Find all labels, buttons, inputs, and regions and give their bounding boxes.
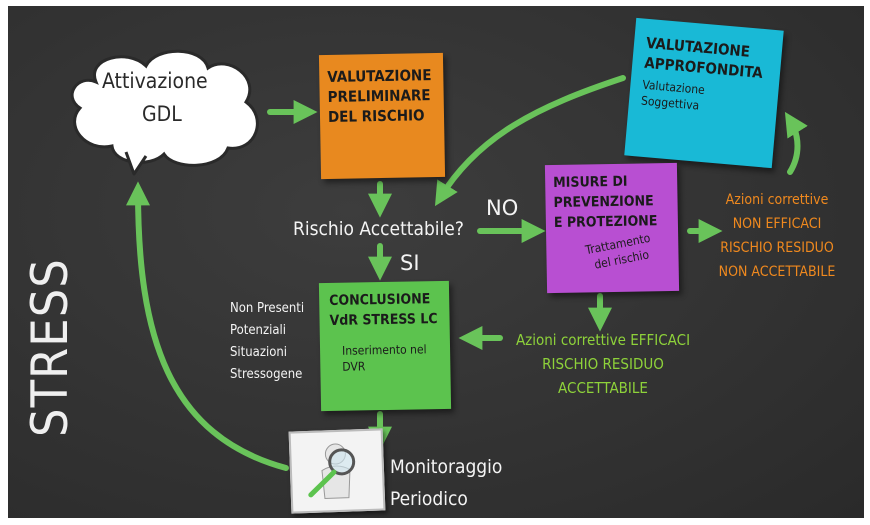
label-si: SI — [400, 251, 420, 275]
cloud-attivazione-gdl: Attivazione GDL — [56, 44, 266, 179]
non-presenti-line-3: Situazioni — [230, 345, 288, 360]
non-presenti-line-4: Stressogene — [230, 367, 303, 382]
preliminare-line-3: DEL RISCHIO — [327, 106, 425, 126]
magnifier-figure-image — [288, 428, 386, 514]
note-conclusione: CONCLUSIONE VdR STRESS LC Inserimento ne… — [318, 280, 452, 412]
azioni-non-efficaci-line-1: Azioni correttive — [725, 192, 829, 208]
arrow-approfondita-to-decision — [434, 75, 626, 207]
note-misure-prevenzione: MISURE DI PREVENZIONE E PROTEZIONE Tratt… — [544, 162, 680, 294]
cloud-shape — [70, 49, 259, 176]
preliminare-line-1: VALUTAZIONE — [327, 66, 432, 86]
misure-title-1: MISURE DI — [553, 173, 628, 192]
flow-arrows — [126, 75, 808, 471]
preliminare-line-2: PRELIMINARE — [327, 86, 431, 106]
conclusione-subtitle-1: Inserimento nel — [341, 342, 427, 358]
stress-side-title: STRESS — [21, 258, 79, 437]
misure-title-3: E PROTEZIONE — [553, 213, 658, 232]
non-presenti-text: Non Presenti Potenziali Situazioni Stres… — [230, 298, 304, 386]
azioni-efficaci-line-3: ACCETTABILE — [558, 379, 648, 397]
note-valutazione-preliminare: VALUTAZIONE PRELIMINARE DEL RISCHIO — [318, 52, 446, 180]
azioni-non-efficaci-line-4: NON ACCETTABILE — [718, 264, 836, 280]
monitoraggio-text: Monitoraggio Periodico — [390, 451, 502, 515]
azioni-efficaci-text: Azioni correttive EFFICACI RISCHIO RESID… — [508, 328, 698, 400]
conclusione-title-1: CONCLUSIONE — [329, 291, 431, 309]
label-no: NO — [486, 196, 519, 220]
decision-question: Rischio Accettabile? — [293, 218, 464, 240]
chalkboard: Attivazione GDL VALUTAZIONE PRELIMINARE … — [8, 6, 864, 518]
azioni-non-efficaci-line-3: RISCHIO RESIDUO — [720, 240, 834, 256]
azioni-non-efficaci-line-2: NON EFFICACI — [732, 216, 822, 232]
conclusione-title-2: VdR STRESS LC — [329, 311, 438, 329]
monitoraggio-line-2: Periodico — [390, 488, 468, 510]
azioni-efficaci-line-1: Azioni correttive EFFICACI — [515, 331, 691, 349]
magnifier-figure-icon — [308, 443, 356, 499]
misure-title-2: PREVENZIONE — [553, 193, 654, 212]
non-presenti-line-2: Potenziali — [230, 323, 286, 338]
monitoraggio-line-1: Monitoraggio — [390, 456, 503, 478]
cloud-line-1: Attivazione — [102, 69, 208, 93]
arrow-azioni-non-efficaci-to-approfondita — [784, 111, 808, 175]
cloud-line-2: GDL — [142, 102, 182, 126]
conclusione-subtitle-2: DVR — [342, 359, 366, 374]
azioni-non-efficaci-text: Azioni correttive NON EFFICACI RISCHIO R… — [702, 188, 852, 284]
note-valutazione-approfondita: VALUTAZIONE APPROFONDITA Valutazione Sog… — [624, 17, 784, 169]
azioni-efficaci-line-2: RISCHIO RESIDUO — [542, 355, 664, 373]
arrow-monitoraggio-to-cloud — [126, 181, 289, 471]
non-presenti-line-1: Non Presenti — [230, 301, 305, 316]
